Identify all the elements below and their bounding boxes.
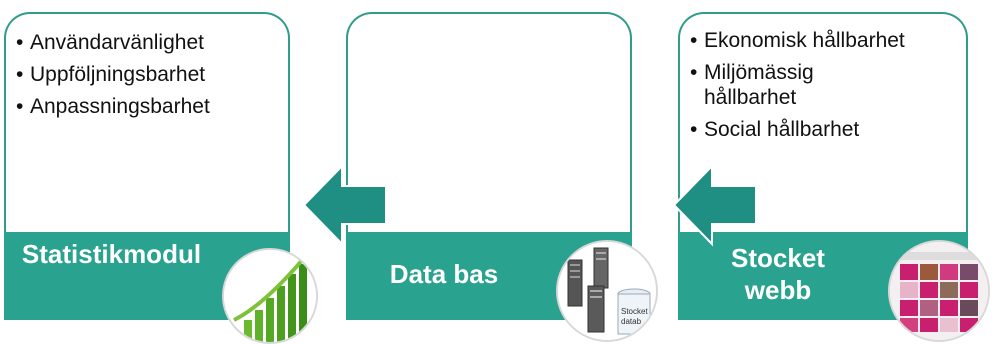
- databas-card: [346, 12, 632, 232]
- website-thumbnail-icon: [888, 240, 990, 342]
- right-bullet-3: Social hållbarhet: [690, 117, 958, 142]
- database-label: Stocket: [621, 307, 648, 316]
- left-bullet-2: Uppföljningsbarhet: [16, 62, 280, 87]
- left-bullet-3: Anpassningsbarhet: [16, 94, 280, 119]
- left-bullet-list: Användarvänlighet Uppföljningsbarhet Anp…: [6, 14, 288, 119]
- server-database-icon: Stocket datab: [556, 240, 658, 342]
- arrow-left-icon-2: [672, 162, 758, 248]
- left-bullet-1: Användarvänlighet: [16, 30, 280, 55]
- statistikmodul-title: Statistikmodul: [4, 238, 219, 270]
- statistikmodul-card: Användarvänlighet Uppföljningsbarhet Anp…: [4, 12, 290, 232]
- arrow-left-icon-1: [302, 162, 388, 248]
- right-bullet-2: Miljömässig hållbarhet: [690, 60, 879, 110]
- growth-chart-icon: [222, 248, 318, 344]
- database-label-2: datab: [621, 317, 642, 326]
- stocket-webb-title: Stocket webb: [728, 242, 828, 306]
- right-bullet-1: Ekonomisk hållbarhet: [690, 28, 958, 53]
- databas-title: Data bas: [364, 258, 524, 290]
- right-bullet-list: Ekonomisk hållbarhet Miljömässig hållbar…: [680, 14, 966, 142]
